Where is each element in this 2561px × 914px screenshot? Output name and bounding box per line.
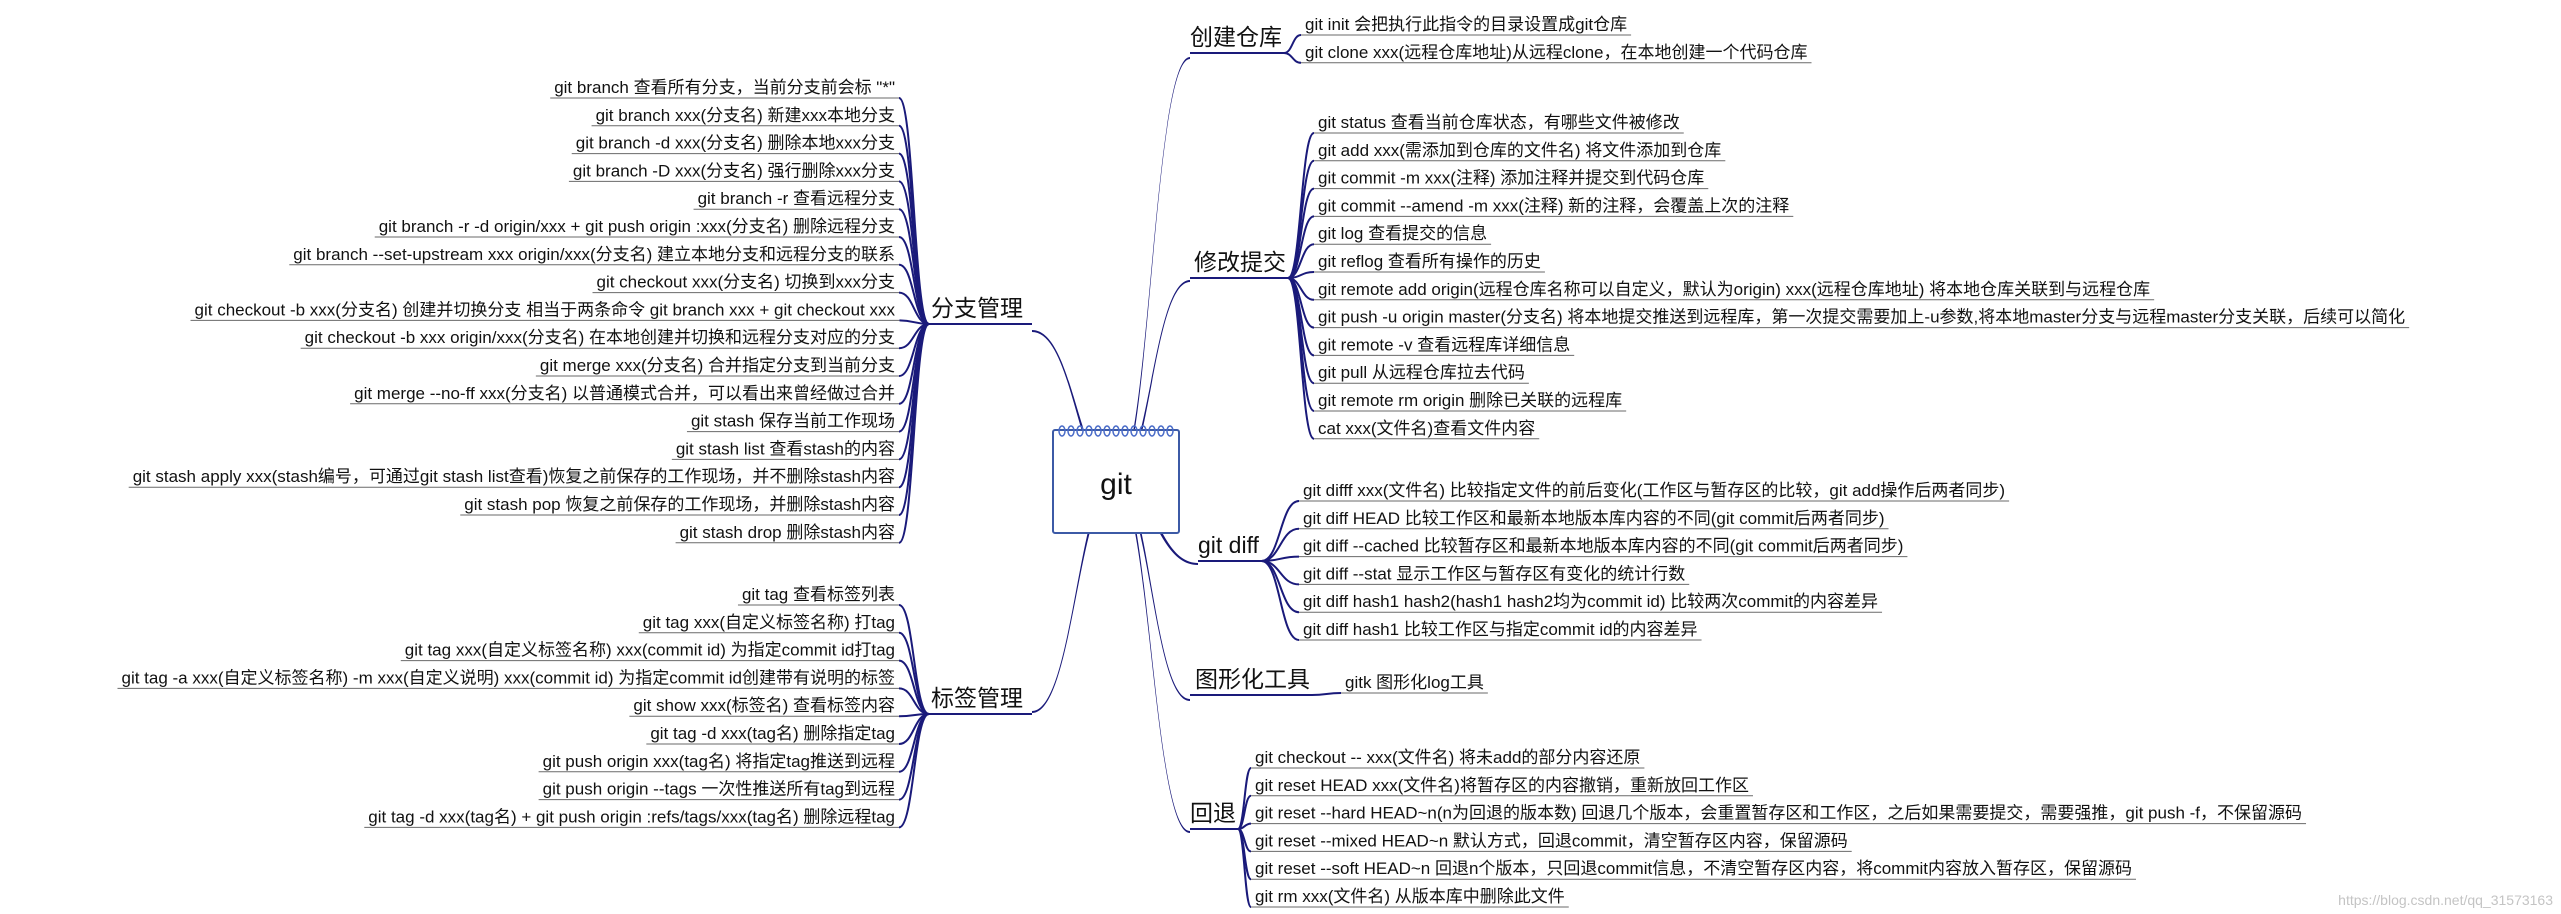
leaf-connector [1311, 692, 1342, 696]
center-node[interactable]: git [1052, 425, 1180, 534]
leaf-connector [1287, 277, 1315, 440]
leaf-item-tag-mgmt: git tag 查看标签列表 [742, 585, 895, 604]
leaf-item-git-diff: git diff --stat 显示工作区与暂存区有变化的统计行数 [1303, 564, 1685, 583]
leaf-connector [1287, 132, 1315, 279]
leaf-item-rollback: git checkout -- xxx(文件名) 将未add的部分内容还原 [1255, 748, 1640, 767]
branch-label-rollback[interactable]: 回退 [1190, 800, 1236, 826]
leaf-item-tag-mgmt: git push origin --tags 一次性推送所有tag到远程 [543, 780, 895, 799]
leaf-item-git-diff: git diff --cached 比较暂存区和最新本地版本库内容的不同(git… [1303, 537, 1903, 556]
leaf-item-rollback: git rm xxx(文件名) 从版本库中删除此文件 [1255, 887, 1565, 906]
leaf-item-branch-mgmt: git branch xxx(分支名) 新建xxx本地分支 [596, 106, 895, 125]
leaf-connector [898, 713, 930, 829]
branch-label-tag-mgmt[interactable]: 标签管理 [931, 685, 1023, 711]
leaf-items: git branch 查看所有分支，当前分支前会标 "*" git branch … [121, 15, 2405, 906]
leaf-item-git-diff: git diff hash1 hash2(hash1 hash2均为commit… [1303, 592, 1878, 611]
center-title: git [1100, 468, 1132, 501]
leaf-item-branch-mgmt: git merge --no-ff xxx(分支名) 以普通模式合并，可以看出来… [354, 384, 895, 403]
leaf-item-gui-tools: gitk 图形化log工具 [1345, 673, 1484, 692]
leaf-item-rollback: git reset --mixed HEAD~n 默认方式，回退commit，清… [1255, 831, 1848, 850]
leaf-item-branch-mgmt: git branch -r 查看远程分支 [698, 189, 895, 208]
leaf-item-git-diff: git difff xxx(文件名) 比较指定文件的前后变化(工作区与暂存区的比… [1303, 481, 2005, 500]
leaf-item-modify-commit: git reflog 查看所有操作的历史 [1318, 252, 1541, 271]
leaf-item-branch-mgmt: git stash apply xxx(stash编号，可通过git stash… [133, 467, 895, 486]
leaf-item-modify-commit: git remote add origin(远程仓库名称可以自定义，默认为ori… [1318, 280, 2150, 299]
leaf-connector [1283, 52, 1302, 64]
leaf-item-rollback: git reset --hard HEAD~n(n为回退的版本数) 回退几个版本… [1255, 804, 2302, 823]
leaf-item-modify-commit: git status 查看当前仓库状态，有哪些文件被修改 [1318, 113, 1680, 132]
branch-label-git-diff[interactable]: git diff [1198, 532, 1260, 558]
leaf-connector [898, 604, 930, 715]
notepad-icon [1058, 425, 1174, 437]
leaf-item-branch-mgmt: git stash pop 恢复之前保存的工作现场，并删除stash内容 [464, 495, 895, 514]
leaf-item-branch-mgmt: git stash drop 删除stash内容 [680, 523, 895, 542]
branch-connector [1116, 57, 1190, 486]
leaf-item-modify-commit: git pull 从远程仓库拉去代码 [1318, 363, 1525, 382]
leaf-item-rollback: git reset --soft HEAD~n 回退n个版本，只回退commit… [1255, 859, 2132, 878]
leaf-item-tag-mgmt: git show xxx(标签名) 查看标签内容 [633, 696, 895, 715]
leaf-item-modify-commit: git remote rm origin 删除已关联的远程库 [1318, 391, 1622, 410]
leaf-item-modify-commit: git log 查看提交的信息 [1318, 224, 1487, 243]
leaf-item-tag-mgmt: git tag xxx(自定义标签名称) xxx(commit id) 为指定c… [405, 641, 895, 660]
branch-label-modify-commit[interactable]: 修改提交 [1194, 249, 1286, 275]
leaf-item-git-diff: git diff hash1 比较工作区与指定commit id的内容差异 [1303, 620, 1698, 639]
leaf-item-tag-mgmt: git tag -d xxx(tag名) 删除指定tag [650, 724, 895, 743]
leaf-item-tag-mgmt: git push origin xxx(tag名) 将指定tag推送到远程 [543, 752, 895, 771]
leaf-item-modify-commit: git remote -v 查看远程库详细信息 [1318, 335, 1570, 354]
leaf-connector [1237, 828, 1252, 908]
leaf-item-branch-mgmt: git checkout -b xxx(分支名) 创建并切换分支 相当于两条命令… [195, 300, 896, 319]
leaf-item-tag-mgmt: git tag xxx(自定义标签名称) 打tag [643, 613, 895, 632]
leaf-item-modify-commit: git add xxx(需添加到仓库的文件名) 将文件添加到仓库 [1318, 141, 1721, 160]
leaf-item-modify-commit: git commit --amend -m xxx(注释) 新的注释，会覆盖上次… [1318, 196, 1789, 215]
leaf-item-branch-mgmt: git checkout xxx(分支名) 切换到xxx分支 [597, 273, 896, 292]
leaf-item-branch-mgmt: git branch -D xxx(分支名) 强行删除xxx分支 [573, 161, 895, 180]
leaf-connector [1261, 560, 1300, 641]
leaf-item-git-diff: git diff HEAD 比较工作区和最新本地版本库内容的不同(git com… [1303, 509, 1885, 528]
branch-label-gui-tools[interactable]: 图形化工具 [1195, 666, 1310, 692]
leaf-item-branch-mgmt: git stash list 查看stash的内容 [676, 439, 895, 458]
watermark: https://blog.csdn.net/qq_31573163 [2338, 892, 2553, 908]
leaf-item-create-repo: git clone xxx(远程仓库地址)从远程clone，在本地创建一个代码仓… [1305, 43, 1808, 62]
leaf-item-rollback: git reset HEAD xxx(文件名)将暂存区的内容撤销，重新放回工作区 [1255, 776, 1749, 795]
leaf-item-tag-mgmt: git tag -d xxx(tag名) + git push origin :… [368, 807, 895, 826]
leaf-item-branch-mgmt: git stash 保存当前工作现场 [691, 412, 895, 431]
leaf-item-branch-mgmt: git branch -r -d origin/xxx + git push o… [379, 217, 895, 236]
leaf-item-branch-mgmt: git merge xxx(分支名) 合并指定分支到当前分支 [540, 356, 895, 375]
leaf-connector [1283, 34, 1302, 54]
leaf-item-branch-mgmt: git branch -d xxx(分支名) 删除本地xxx分支 [576, 134, 895, 153]
leaf-item-branch-mgmt: git checkout -b xxx origin/xxx(分支名) 在本地创… [305, 328, 895, 347]
branch-label-branch-mgmt[interactable]: 分支管理 [931, 295, 1023, 321]
branch-label-create-repo[interactable]: 创建仓库 [1190, 24, 1282, 50]
leaf-item-branch-mgmt: git branch --set-upstream xxx origin/xxx… [293, 245, 895, 264]
leaf-connector [898, 323, 930, 544]
leaf-item-modify-commit: git commit -m xxx(注释) 添加注释并提交到代码仓库 [1318, 169, 1704, 188]
leaf-item-tag-mgmt: git tag -a xxx(自定义标签名称) -m xxx(自定义说明) xx… [121, 668, 895, 687]
leaf-item-create-repo: git init 会把执行此指令的目录设置成git仓库 [1305, 15, 1627, 34]
leaf-item-modify-commit: git push -u origin master(分支名) 将本地提交推送到远… [1318, 308, 2405, 327]
leaf-item-branch-mgmt: git branch 查看所有分支，当前分支前会标 "*" [554, 78, 895, 97]
leaf-item-modify-commit: cat xxx(文件名)查看文件内容 [1318, 419, 1535, 438]
